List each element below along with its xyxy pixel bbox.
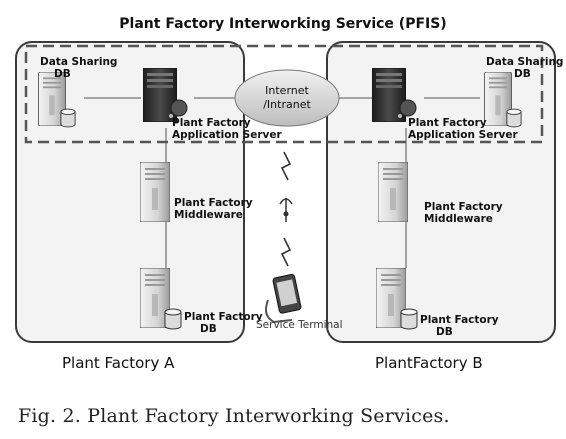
label-line2: DB xyxy=(54,68,71,80)
factory-b-data-sharing-db-label: Data Sharing DB xyxy=(486,56,563,80)
service-terminal-label: Service Terminal xyxy=(256,319,343,331)
factory-a-db-label: Plant Factory DB xyxy=(184,311,263,335)
data-sharing-db-cylinder-icon xyxy=(60,108,76,128)
app-server-icon xyxy=(143,68,177,122)
label-line1: Plant Factory xyxy=(184,311,263,323)
factory-b-db-label: Plant Factory DB xyxy=(420,314,499,338)
antenna-icon xyxy=(279,198,293,222)
wireless-signal-icon xyxy=(280,237,292,267)
label-line2: DB xyxy=(200,323,217,335)
middleware-server-icon xyxy=(140,162,170,222)
app-server-icon xyxy=(372,68,406,122)
wireless-signal-icon xyxy=(280,151,292,181)
label-line1: Plant Factory xyxy=(408,117,487,129)
label-line2: Middleware xyxy=(174,209,243,221)
internet-cloud-icon xyxy=(234,69,340,127)
factory-a-data-sharing-db-label: Data Sharing DB xyxy=(40,56,117,80)
hand-icon xyxy=(265,299,293,324)
network-label: Internet /Intranet xyxy=(252,84,322,112)
middleware-server-icon xyxy=(378,162,408,222)
figure-caption: Fig. 2. Plant Factory Interworking Servi… xyxy=(18,405,450,427)
factory-a-app-server-label: Plant Factory Application Server xyxy=(172,117,282,141)
app-server-globe-icon xyxy=(170,99,188,117)
label-line1: Plant Factory xyxy=(172,117,251,129)
service-terminal-icon xyxy=(272,273,302,314)
label-line1: Plant Factory xyxy=(424,201,503,213)
factory-b-name: PlantFactory B xyxy=(375,354,483,372)
factory-a-middleware-label: Plant Factory Middleware xyxy=(174,197,253,221)
label-line2: Application Server xyxy=(408,129,518,141)
network-label-line1: Internet xyxy=(265,84,309,97)
label-line1: Data Sharing xyxy=(486,56,564,68)
label-line2: DB xyxy=(514,68,531,80)
factory-b-app-server-label: Plant Factory Application Server xyxy=(408,117,518,141)
label-line1: Plant Factory xyxy=(420,314,499,326)
network-label-line2: /Intranet xyxy=(263,98,311,111)
label-line1: Data Sharing xyxy=(40,56,118,68)
factory-a-name: Plant Factory A xyxy=(62,354,175,372)
db-cylinder-icon xyxy=(400,308,418,330)
app-server-globe-icon xyxy=(399,99,417,117)
factory-b-panel xyxy=(326,41,556,343)
factory-b-middleware-label: Plant Factory Middleware xyxy=(424,201,503,225)
label-line1: Plant Factory xyxy=(174,197,253,209)
pfis-boundary xyxy=(24,44,544,144)
diagram-title: Plant Factory Interworking Service (PFIS… xyxy=(119,16,447,32)
label-line2: Application Server xyxy=(172,129,282,141)
db-cylinder-icon xyxy=(164,308,182,330)
label-line2: Middleware xyxy=(424,213,493,225)
label-line2: DB xyxy=(436,326,453,338)
